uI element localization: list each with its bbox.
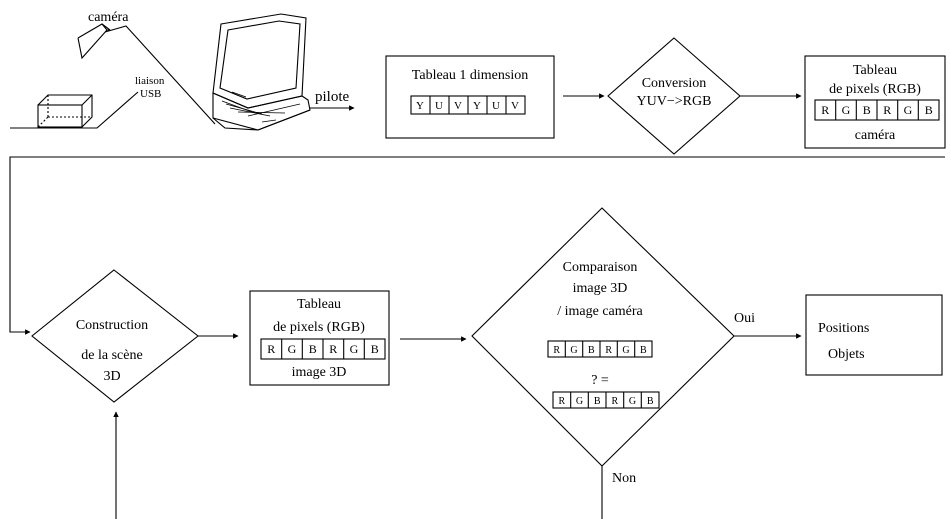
camera-table-title1: Tableau (853, 63, 897, 78)
table-1d-cell: U (435, 100, 443, 112)
camera-table-cell: G (904, 103, 913, 117)
table-3d-cell: G (350, 342, 359, 356)
camera-table-caption: caméra (855, 128, 896, 143)
usb-cable-line (10, 25, 216, 129)
camera-icon (77, 23, 111, 60)
table-3d-box (249, 290, 390, 386)
comparison-line2: image 3D (573, 281, 628, 296)
comparison-bottom-cell: R (558, 396, 565, 407)
result-line2: Objets (828, 347, 865, 362)
table-1d-box (385, 55, 555, 139)
comparison-diamond (471, 207, 735, 467)
usb-label-line2: USB (140, 88, 161, 100)
comparison-line3: / image caméra (557, 304, 643, 319)
table-3d-cell: R (329, 342, 337, 356)
conversion-line2: YUV−>RGB (637, 94, 712, 109)
camera-table-cell: G (842, 103, 851, 117)
camera-table-cell: R (821, 103, 829, 117)
comparison-top-cell: B (640, 345, 647, 356)
table-1d-cell: Y (416, 100, 424, 112)
comparison-line1: Comparaison (563, 260, 638, 275)
construction-line2: de la scène (81, 348, 142, 363)
table-1d-cells (410, 95, 526, 115)
table-3d-cell: R (267, 342, 275, 356)
comparison-operator: ? = (591, 373, 609, 388)
branch-yes-label: Oui (734, 311, 755, 326)
conversion-line1: Conversion (642, 76, 707, 91)
comparison-top-cell: G (622, 345, 629, 356)
table-3d-cells (260, 338, 386, 360)
usb-label-line1: liaison (135, 75, 165, 87)
camera-table-box (804, 55, 946, 149)
table-1d-cell: V (454, 100, 462, 112)
comparison-bottom-cell: G (576, 396, 583, 407)
construction-diamond (31, 269, 199, 403)
camera-table-cell: B (863, 103, 871, 117)
construction-line1: Construction (76, 318, 148, 333)
laptop-icon (212, 13, 311, 131)
table-1d-title: Tableau 1 dimension (412, 68, 528, 83)
cube-object-icon (37, 94, 93, 128)
comparison-bottom-cells (552, 391, 660, 409)
comparison-top-cell: R (605, 345, 612, 356)
connector-to-construction (9, 156, 945, 335)
comparison-bottom-cell: G (629, 396, 636, 407)
camera-table-title2: de pixels (RGB) (829, 82, 921, 97)
construction-line3: 3D (103, 369, 120, 384)
table-3d-title2: de pixels (RGB) (273, 320, 365, 335)
conversion-diamond (607, 37, 741, 155)
branch-no-label: Non (612, 471, 636, 486)
comparison-bottom-cell: R (611, 396, 618, 407)
comparison-top-cell: G (570, 345, 577, 356)
table-1d-cell: U (492, 100, 500, 112)
result-box (805, 294, 943, 376)
comparison-top-cell: R (553, 345, 560, 356)
driver-label: pilote (315, 89, 350, 105)
table-3d-title1: Tableau (297, 297, 341, 312)
comparison-bottom-cell: B (594, 396, 601, 407)
camera-table-cell: B (925, 103, 933, 117)
table-1d-cell: Y (473, 100, 481, 112)
result-line1: Positions (818, 321, 869, 336)
table-3d-caption: image 3D (292, 365, 347, 380)
camera-table-cell: R (883, 103, 891, 117)
table-3d-cell: G (288, 342, 297, 356)
comparison-bottom-cell: B (647, 396, 654, 407)
table-3d-cell: B (309, 342, 317, 356)
table-3d-cell: B (371, 342, 379, 356)
comparison-top-cell: B (588, 345, 595, 356)
camera-label: caméra (88, 10, 129, 25)
camera-table-cells (814, 99, 940, 121)
comparison-top-cells (547, 340, 653, 358)
table-1d-cell: V (511, 100, 519, 112)
